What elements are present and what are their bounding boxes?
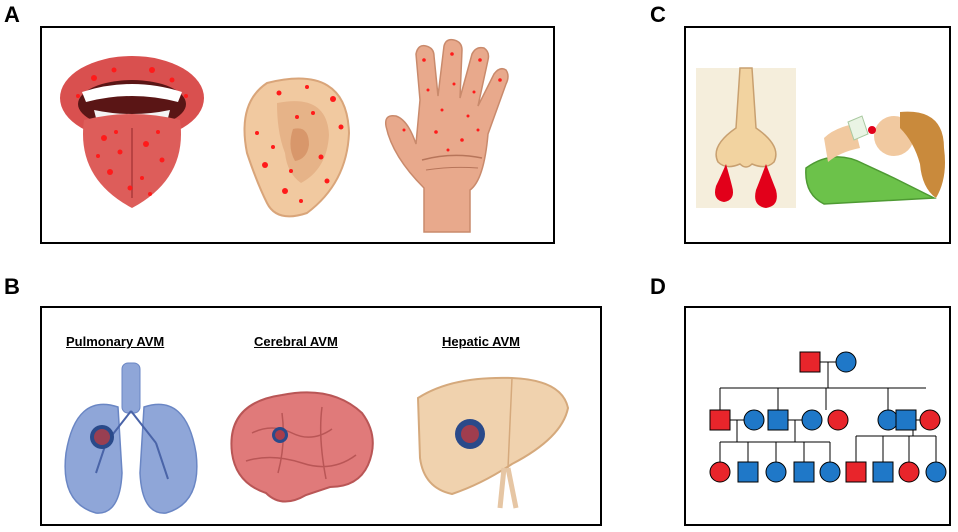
nose-bleed-icon <box>696 67 796 208</box>
pedigree-female <box>765 461 787 483</box>
caption-hepatic-avm: Hepatic AVM <box>442 334 521 349</box>
panel-label-a: A <box>4 2 20 27</box>
pedigree-male <box>895 409 917 431</box>
lungs-icon <box>64 362 198 514</box>
panel-c-epistaxis <box>684 26 951 244</box>
pedigree-male-affected <box>845 461 867 483</box>
liver-icon <box>416 376 570 509</box>
person-nosebleed-icon <box>805 111 945 205</box>
pedigree-chart <box>709 351 947 483</box>
panel-b-avm: Pulmonary AVM Cerebral AVM Hepatic AVM <box>40 306 602 526</box>
panel-label-d: D <box>650 274 666 299</box>
pedigree-female-affected <box>827 409 849 431</box>
pedigree-female-affected <box>709 461 731 483</box>
caption-cerebral-avm: Cerebral AVM <box>254 334 338 349</box>
pedigree-female <box>819 461 841 483</box>
pedigree-male-affected <box>799 351 821 373</box>
pedigree-female <box>925 461 947 483</box>
pedigree-female <box>835 351 857 373</box>
panel-a-telangiectasia <box>40 26 555 244</box>
panel-label-b: B <box>4 274 20 299</box>
pedigree-male-affected <box>709 409 731 431</box>
pedigree-male <box>737 461 759 483</box>
hand-icon <box>384 38 509 233</box>
tongue-icon <box>60 56 204 208</box>
brain-icon <box>230 391 374 503</box>
pedigree-male <box>793 461 815 483</box>
pedigree-male <box>872 461 894 483</box>
pedigree-female <box>743 409 765 431</box>
panel-label-c: C <box>650 2 666 27</box>
ear-icon <box>243 77 351 218</box>
pedigree-male <box>767 409 789 431</box>
panel-d-pedigree <box>684 306 951 526</box>
pedigree-female-affected <box>898 461 920 483</box>
pedigree-female <box>801 409 823 431</box>
pedigree-female <box>877 409 899 431</box>
caption-pulmonary-avm: Pulmonary AVM <box>66 334 165 349</box>
pedigree-female-affected <box>919 409 941 431</box>
